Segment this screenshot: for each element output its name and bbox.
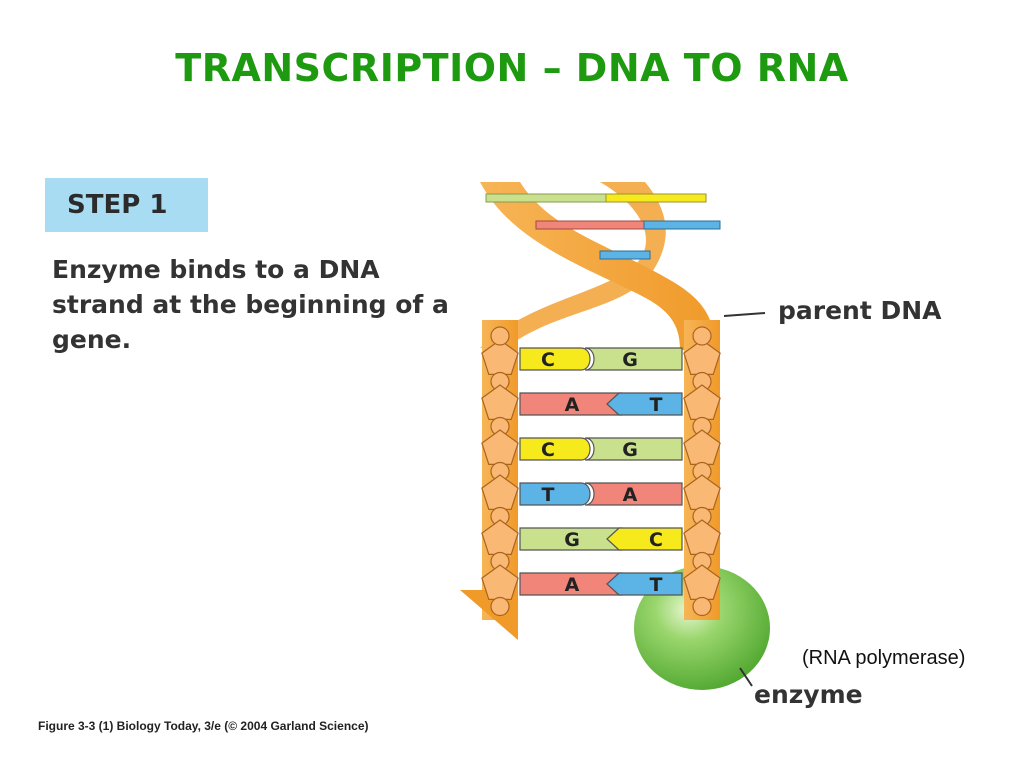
base-letter-right: C <box>649 529 663 551</box>
step-label-box: STEP 1 <box>45 178 208 232</box>
enzyme-leader-line <box>739 667 753 687</box>
base-c <box>606 527 683 551</box>
phosphate-circle <box>692 326 712 346</box>
base-g <box>584 437 683 461</box>
base-t <box>606 572 683 596</box>
base-t <box>519 482 591 506</box>
parent-dna-label: parent DNA <box>778 296 942 325</box>
phosphate-circle <box>692 596 712 617</box>
base-t <box>606 392 683 416</box>
right-sugar-phosphate-units <box>683 326 721 617</box>
helix-base-bars <box>485 193 721 260</box>
base-letter-right: T <box>650 394 663 416</box>
slide-title: TRANSCRIPTION – DNA TO RNA <box>175 46 849 90</box>
base-letter-right: A <box>623 484 638 506</box>
base-letter-right: T <box>650 574 663 596</box>
step-label: STEP 1 <box>67 190 168 220</box>
base-letter-left: T <box>542 484 555 506</box>
phosphate-circle <box>490 326 510 346</box>
enzyme-shape <box>634 566 770 690</box>
base-letter-left: A <box>565 394 580 416</box>
base-letter-left: A <box>565 574 580 596</box>
base-letter-left: G <box>564 529 580 551</box>
base-letter-right: G <box>622 439 638 461</box>
phosphate-circle <box>490 596 510 617</box>
step-description: Enzyme binds to a DNA strand at the begi… <box>52 255 449 354</box>
rna-polymerase-label: (RNA polymerase) <box>802 647 965 669</box>
figure-caption: Figure 3-3 (1) Biology Today, 3/e (© 200… <box>38 719 369 733</box>
left-sugar-phosphate-units <box>481 326 519 617</box>
base-a <box>584 482 683 506</box>
parent-dna-leader-line <box>723 312 766 317</box>
base-c <box>519 437 591 461</box>
base-c <box>519 347 591 371</box>
enzyme-label: enzyme <box>754 680 863 709</box>
base-g <box>584 347 683 371</box>
base-letter-right: G <box>622 349 638 371</box>
base-letter-left: C <box>541 349 555 371</box>
base-letter-left: C <box>541 439 555 461</box>
